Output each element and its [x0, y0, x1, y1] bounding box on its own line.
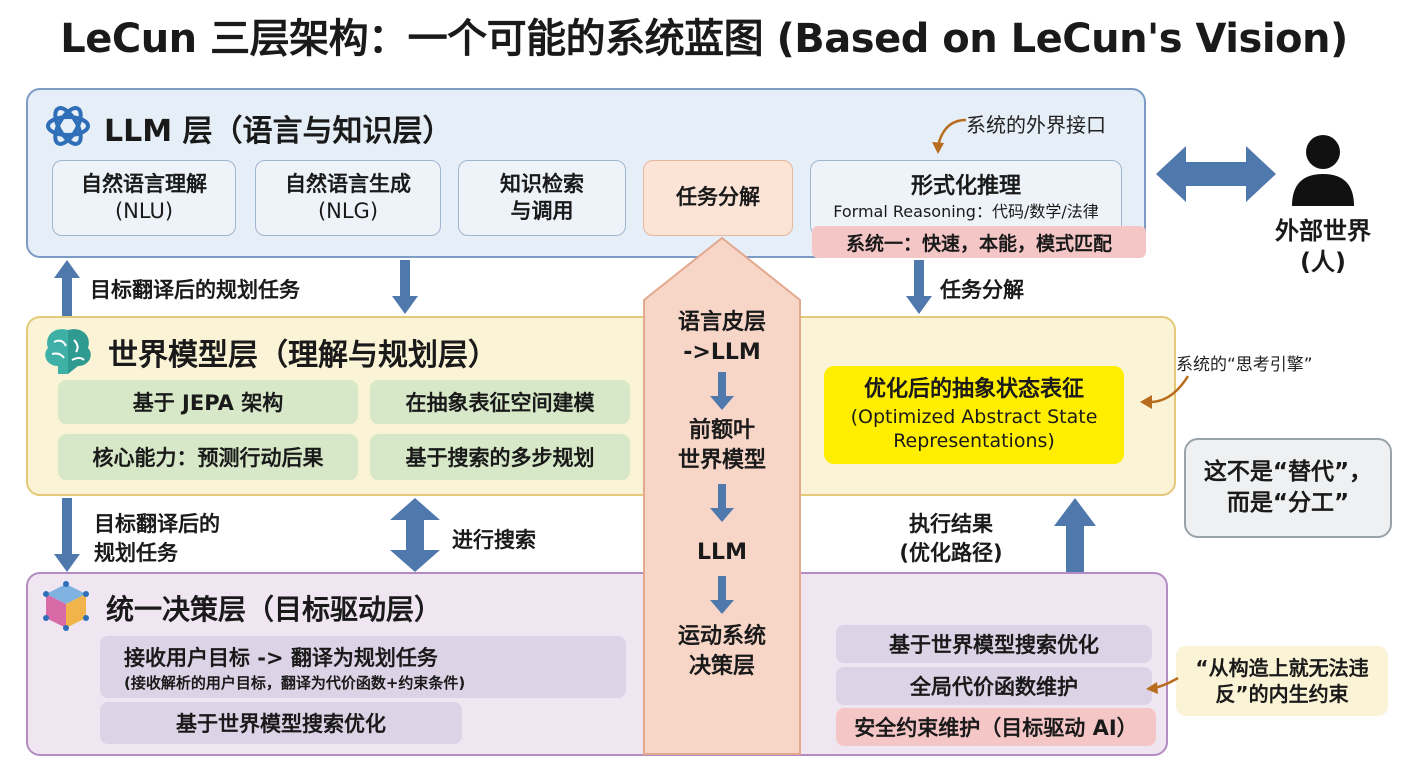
- knowledge-retrieval-box: 知识检索 与调用: [458, 160, 626, 236]
- language-cortex-label: 语言皮层 ->LLM: [677, 310, 766, 365]
- page-title: LeCun 三层架构：一个可能的系统蓝图 (Based on LeCun's V…: [60, 16, 1348, 62]
- jepa-box: 基于 JEPA 架构: [58, 380, 358, 424]
- up-arrow-right-icon: [1054, 498, 1096, 574]
- interface-note: 系统的外界接口: [966, 113, 1106, 137]
- formal-reasoning-box: 形式化推理 Formal Reasoning：代码/数学/法律: [810, 160, 1122, 236]
- down-arrow-right-icon: [906, 260, 932, 314]
- external-world-label: 外部世界 (人): [1275, 217, 1371, 277]
- brain-icon: [45, 329, 91, 374]
- division-callout: 这不是“替代”， 而是“分工”: [1184, 438, 1392, 538]
- constraint-callout: “从构造上就无法违 反”的内生约束: [1176, 646, 1388, 716]
- safety-constraint-box: 安全约束维护（目标驱动 AI）: [836, 708, 1156, 746]
- down-arrow-mid-icon: [392, 260, 418, 314]
- search-planning-box: 基于搜索的多步规划: [370, 434, 630, 480]
- up-arrow-left-icon: [54, 260, 80, 318]
- curved-arrow-icon: [932, 118, 967, 154]
- motor-system-label: 运动系统 决策层: [677, 624, 766, 679]
- nlg-box: 自然语言生成 (NLG): [255, 160, 441, 236]
- receive-goal-box: 接收用户目标 -> 翻译为规划任务 (接收解析的用户目标，翻译为代价函数+约束条…: [100, 636, 626, 698]
- optimized-state-highlight: 优化后的抽象状态表征 (Optimized Abstract State Rep…: [824, 366, 1124, 464]
- core-capability-box: 核心能力：预测行动后果: [58, 434, 358, 480]
- global-cost-box: 全局代价函数维护: [836, 667, 1152, 705]
- bidirectional-arrow-icon: [1156, 146, 1276, 202]
- center-down-arrow-1-icon: [710, 372, 734, 410]
- task-decompose-box: 任务分解: [643, 160, 793, 236]
- goal-down-label: 目标翻译后的 规划任务: [94, 512, 220, 566]
- decision-layer-title: 统一决策层（目标驱动层）: [106, 593, 443, 626]
- thinking-engine-note: 系统的“思考引擎”: [1176, 355, 1313, 375]
- system-one-badge: 系统一：快速，本能，模式匹配: [812, 226, 1146, 258]
- exec-result-label: 执行结果 (优化路径): [899, 512, 1003, 566]
- prefrontal-label: 前额叶 世界模型: [677, 418, 766, 473]
- search-label: 进行搜索: [452, 528, 536, 552]
- constraint-pointer-arrow-icon: [1146, 676, 1179, 694]
- engine-pointer-arrow-icon: [1140, 375, 1190, 409]
- openai-logo-icon: [46, 106, 90, 146]
- cube-icon: [43, 581, 89, 631]
- left-search-optimize-box: 基于世界模型搜索优化: [100, 702, 462, 744]
- person-icon: [1292, 135, 1354, 206]
- llm-layer-title: LLM 层（语言与知识层）: [104, 114, 453, 149]
- search-bidirectional-arrow-icon: [390, 498, 440, 572]
- goal-up-label: 目标翻译后的规划任务: [90, 278, 300, 302]
- abstract-modeling-box: 在抽象表征空间建模: [370, 380, 630, 424]
- nlu-box: 自然语言理解 (NLU): [52, 160, 236, 236]
- task-decompose-label: 任务分解: [940, 278, 1024, 302]
- right-search-optimize-box: 基于世界模型搜索优化: [836, 625, 1152, 663]
- center-down-arrow-2-icon: [710, 484, 734, 522]
- world-model-layer-title: 世界模型层（理解与规划层）: [108, 338, 498, 373]
- down-arrow-left-icon: [54, 498, 80, 572]
- center-llm-label: LLM: [697, 540, 747, 565]
- center-down-arrow-3-icon: [710, 576, 734, 614]
